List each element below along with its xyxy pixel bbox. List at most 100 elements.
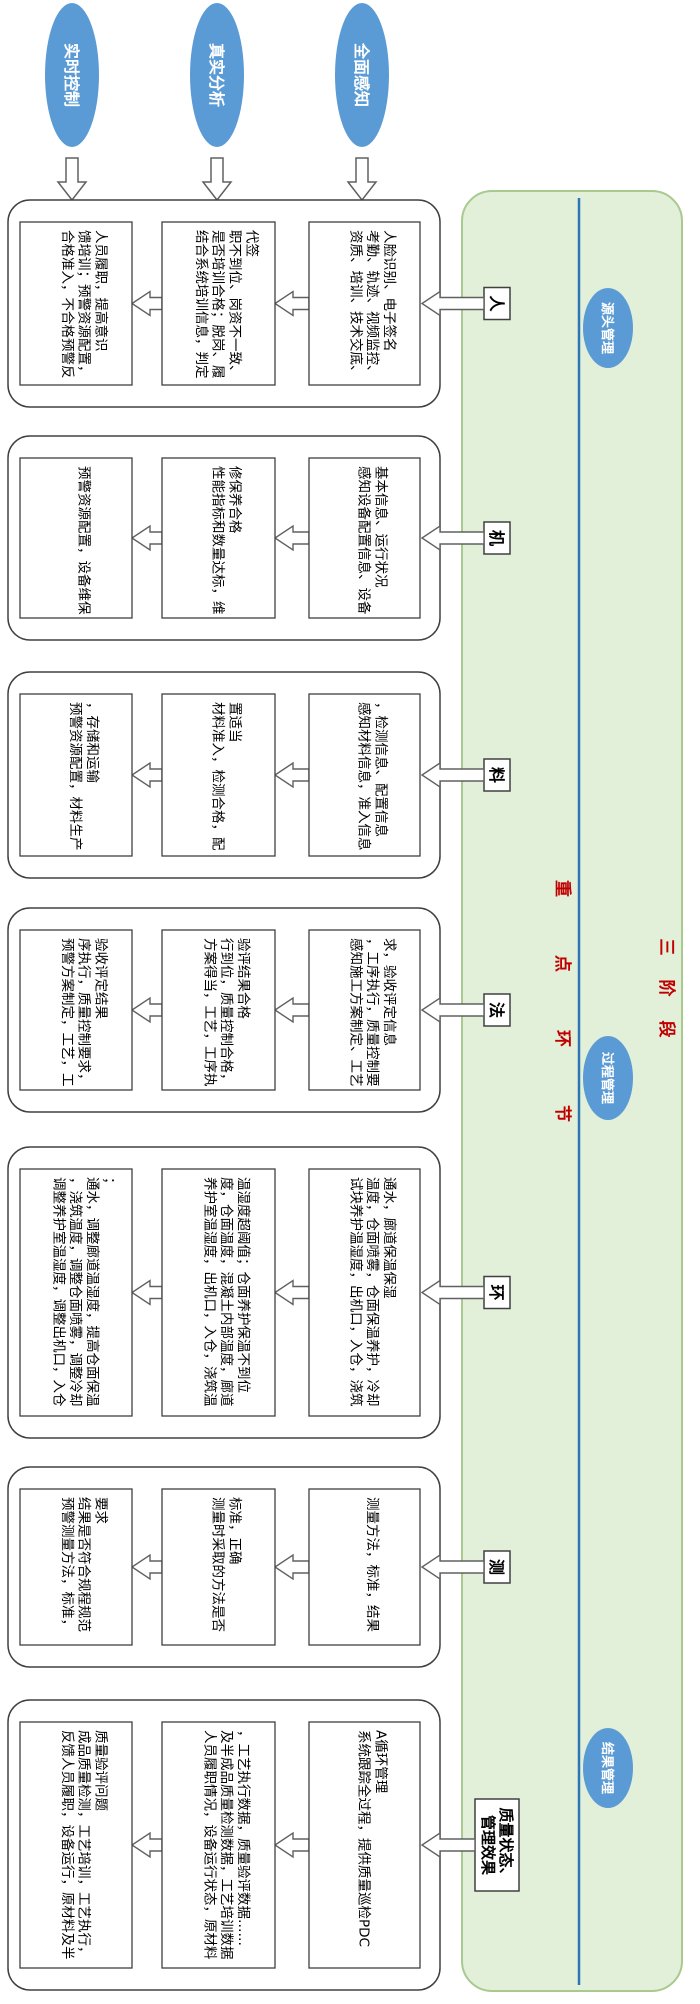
control-text: ； [101,1177,117,1191]
analysis-box [161,929,276,1091]
analysis-text: 人员履职情况，设备运行状态，原材料 [201,1730,218,1960]
control-text: 预警测量方法，标准， [59,1497,75,1632]
perception-box [308,457,421,619]
analysis-text: 测量时采取的方法是否 [210,1497,226,1632]
group-fa: 法感知施工方案制定、工艺，工序执行，质量控制要求，验收评定信息方案得当，工艺，工… [7,907,511,1113]
down-arrow-control [56,157,88,202]
control-text: 要求 [93,1497,109,1525]
stage-oval-process: 过程管理 [583,1036,633,1120]
factor-label: 管理效果 [479,1815,497,1876]
analysis-text: 置适当 [227,702,243,743]
perception-box [308,1721,421,1969]
svg-text:重点环节: 重点环节 [552,880,573,1180]
control-text: 调整养护室温湿度，调整出机口，入仓 [50,1177,67,1407]
factor-label-box [483,993,511,1027]
group-huan: 环试块养护温湿度，出机口，入仓，浇筑温度，仓面喷雾，仓面保温养护，冷却通水，廊道… [7,1146,511,1439]
stage-oval-result: 结果管理 [583,1728,633,1808]
analysis-text: 及半成品质量检测数据，工艺培训数据 [218,1730,234,1960]
stage-label-process: 过程管理 [599,1052,615,1104]
factor-label-box [483,1550,511,1584]
perception-text: 感知设备配置信息、设备 [356,466,373,615]
analysis-text: 结合系统培训信息，判定 [193,230,210,379]
flow-arrow [273,524,310,552]
control-text: 验收评定结果 [93,938,109,1019]
control-text: 人员履职，提高意识 [93,230,110,352]
perception-text: 测量方法，标准，结果 [364,1497,380,1632]
perception-text: ，工序执行，质量控制要 [364,938,380,1087]
control-text: 结果是否符合规程规范 [76,1497,92,1632]
oval-control: 实时控制 [45,3,99,147]
control-box [19,221,133,386]
flow-arrow [273,1831,310,1859]
oval-analysis-label: 真实分析 [207,43,226,107]
perception-text: 资质、培训、技术交底、 [347,230,364,379]
analysis-box [161,221,276,386]
control-text: 预警资源配置，材料生产 [67,702,83,851]
control-text: 序执行，质量控制要求， [76,938,92,1087]
group-ji: 机感知设备配置信息、设备基本信息、运行状况性能指标和数量达标，维修保养合格预警资… [7,435,511,641]
analysis-text: 方案得当，工艺，工序执 [201,938,218,1087]
factor-label: 机 [487,530,506,546]
analysis-text: 行到位，质量控制合格， [218,938,234,1087]
analysis-text: 材料准入，检测合格，配 [210,702,226,851]
analysis-box [161,457,276,619]
control-text: 通水，调整廊道温湿度，提高仓面保温 [84,1177,101,1407]
analysis-box [161,1488,276,1646]
group-ce: 测测量方法，标准，结果测量时采取的方法是否标准，正确预警测量方法，标准，结果是否… [7,1466,511,1668]
control-text: ，浇筑温度，调整仓面喷雾，调整冷却 [67,1177,83,1407]
flow-arrow [130,1831,163,1859]
analysis-box [161,1721,276,1969]
oval-control-label: 实时控制 [62,43,81,107]
flow-arrow [420,290,485,317]
control-box [19,1721,133,1969]
flow-arrow [130,290,163,317]
flow-arrow [420,761,485,789]
control-text: 质量验评问题 [93,1730,109,1811]
analysis-text: ，工艺执行数据，质量验评数据…… [235,1730,251,1946]
perception-box [308,1168,421,1417]
perception-box [308,693,421,857]
flow-arrow [130,1553,163,1581]
perception-text: 感知施工方案制定、工艺 [347,938,364,1087]
control-text: 反馈人员履职，设备运行，原材料及半 [59,1730,76,1960]
group-ren: 人 资质、培训、技术交底、考勤、轨迹、视频监控、人脸识别、电子签名 结合系统培训信息… [7,199,511,408]
flow-arrow [130,761,163,789]
stage-label-result: 结果管理 [599,1742,615,1794]
control-box [19,929,133,1091]
flow-arrow [273,1553,310,1581]
factor-label-box [483,758,511,792]
control-box [19,1488,133,1646]
factor-label: 环 [487,1284,506,1300]
perception-text: 人脸识别、电子签名 [381,230,398,352]
flow-arrow [273,761,310,789]
factor-label-box [483,1275,511,1310]
perception-text: A循环管理 [373,1730,389,1794]
factor-label: 料 [487,767,506,783]
control-text: 预警资源配置，设备维保 [76,466,93,615]
flow-arrow [420,996,485,1024]
key-link-title: 重点环节 [552,880,573,1180]
analysis-text: 是否培训合格；脱岗、履 [210,230,226,379]
flow-arrow [273,1279,310,1306]
analysis-text: 温湿度超阈值；仓面养护保温不到位 [235,1177,251,1393]
stage-title: 三阶段 [656,939,677,1062]
analysis-text: 代签 [244,230,261,257]
perception-text: 考勤、轨迹、视频监控、 [364,230,380,379]
flow-arrow [130,524,163,552]
control-text: 馈培训；预警资源配置， [76,230,92,379]
perception-text: 试块养护温湿度，出机口，入仓，浇筑 [347,1177,363,1407]
flow-arrow [420,524,485,552]
factor-label: 人 [487,295,506,312]
analysis-text: 修保养合格 [227,466,243,534]
control-text: ，存储和运输 [84,702,100,783]
flow-arrow [273,996,310,1024]
analysis-text: 养护室温湿度，出机口，入仓，浇筑温 [201,1177,218,1407]
down-arrow-perception [346,157,378,202]
analysis-text: 标准，正确 [227,1497,243,1565]
oval-analysis: 真实分析 [190,3,244,147]
group-liao: 料感知材料信息，准入信息，检测信息、配置信息材料准入，检测合格，配置适当预警资源… [7,671,511,879]
factor-label: 法 [487,1002,506,1018]
control-text: 预警方案制定，工艺，工 [59,938,76,1087]
stage-band [461,190,683,1992]
